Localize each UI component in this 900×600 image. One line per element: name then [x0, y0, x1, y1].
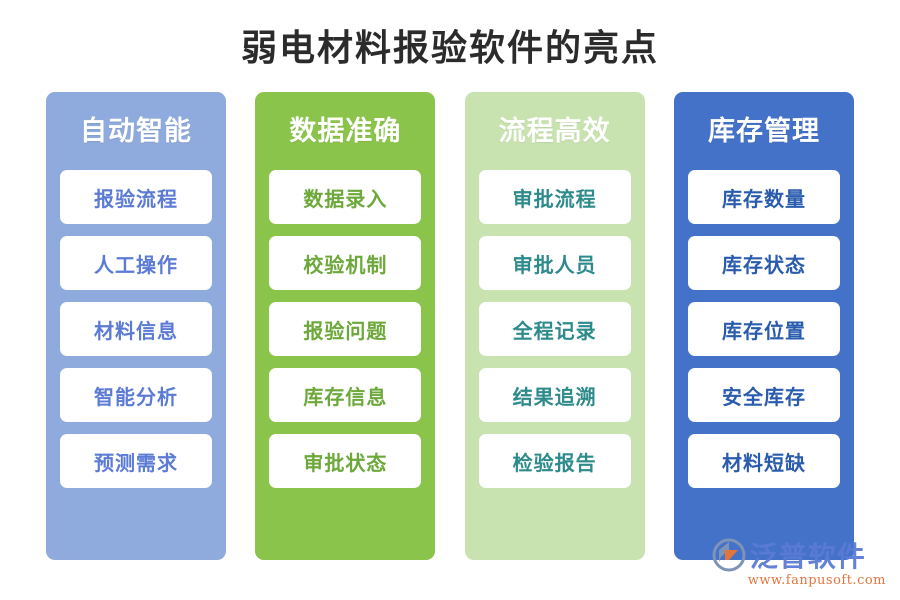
list-item[interactable]: 审批流程: [478, 170, 631, 224]
column-items-2: 数据录入 校验机制 报验问题 库存信息 审批状态: [255, 170, 435, 488]
list-item[interactable]: 材料信息: [60, 302, 212, 356]
column-header-4: 库存管理: [707, 115, 820, 147]
column-header-3: 流程高效: [498, 115, 611, 147]
list-item[interactable]: 安全库存: [687, 368, 840, 422]
list-item[interactable]: 全程记录: [478, 302, 631, 356]
list-item[interactable]: 预测需求: [60, 434, 212, 488]
list-item[interactable]: 库存位置: [687, 302, 840, 356]
list-item[interactable]: 审批人员: [478, 236, 631, 290]
column-items-3: 审批流程 审批人员 全程记录 结果追溯 检验报告: [465, 170, 645, 488]
list-item[interactable]: 库存信息: [269, 368, 422, 422]
list-item[interactable]: 人工操作: [60, 236, 212, 290]
list-item[interactable]: 智能分析: [60, 368, 212, 422]
list-item[interactable]: 检验报告: [478, 434, 631, 488]
list-item[interactable]: 审批状态: [269, 434, 422, 488]
list-item[interactable]: 结果追溯: [478, 368, 631, 422]
list-item[interactable]: 库存数量: [687, 170, 840, 224]
list-item[interactable]: 报验流程: [60, 170, 212, 224]
feature-column-automation: 自动智能 报验流程 人工操作 材料信息 智能分析 预测需求: [46, 92, 226, 560]
feature-columns: 自动智能 报验流程 人工操作 材料信息 智能分析 预测需求 数据准确 数据录入 …: [46, 92, 854, 560]
column-header-1: 自动智能: [80, 115, 192, 147]
watermark-url-text: www.fanpusoft.com: [747, 573, 886, 588]
column-items-1: 报验流程 人工操作 材料信息 智能分析 预测需求: [46, 170, 226, 488]
list-item[interactable]: 数据录入: [269, 170, 422, 224]
column-header-2: 数据准确: [289, 115, 402, 147]
list-item[interactable]: 材料短缺: [687, 434, 840, 488]
page-title: 弱电材料报验软件的亮点: [240, 27, 659, 69]
feature-column-data-accuracy: 数据准确 数据录入 校验机制 报验问题 库存信息 审批状态: [255, 92, 436, 560]
list-item[interactable]: 校验机制: [269, 236, 422, 290]
feature-column-inventory-management: 库存管理 库存数量 库存状态 库存位置 安全库存 材料短缺: [673, 92, 854, 560]
list-item[interactable]: 报验问题: [269, 302, 422, 356]
feature-column-process-efficiency: 流程高效 审批流程 审批人员 全程记录 结果追溯 检验报告: [464, 92, 645, 560]
list-item[interactable]: 库存状态: [687, 236, 840, 290]
column-items-4: 库存数量 库存状态 库存位置 安全库存 材料短缺: [674, 170, 854, 488]
